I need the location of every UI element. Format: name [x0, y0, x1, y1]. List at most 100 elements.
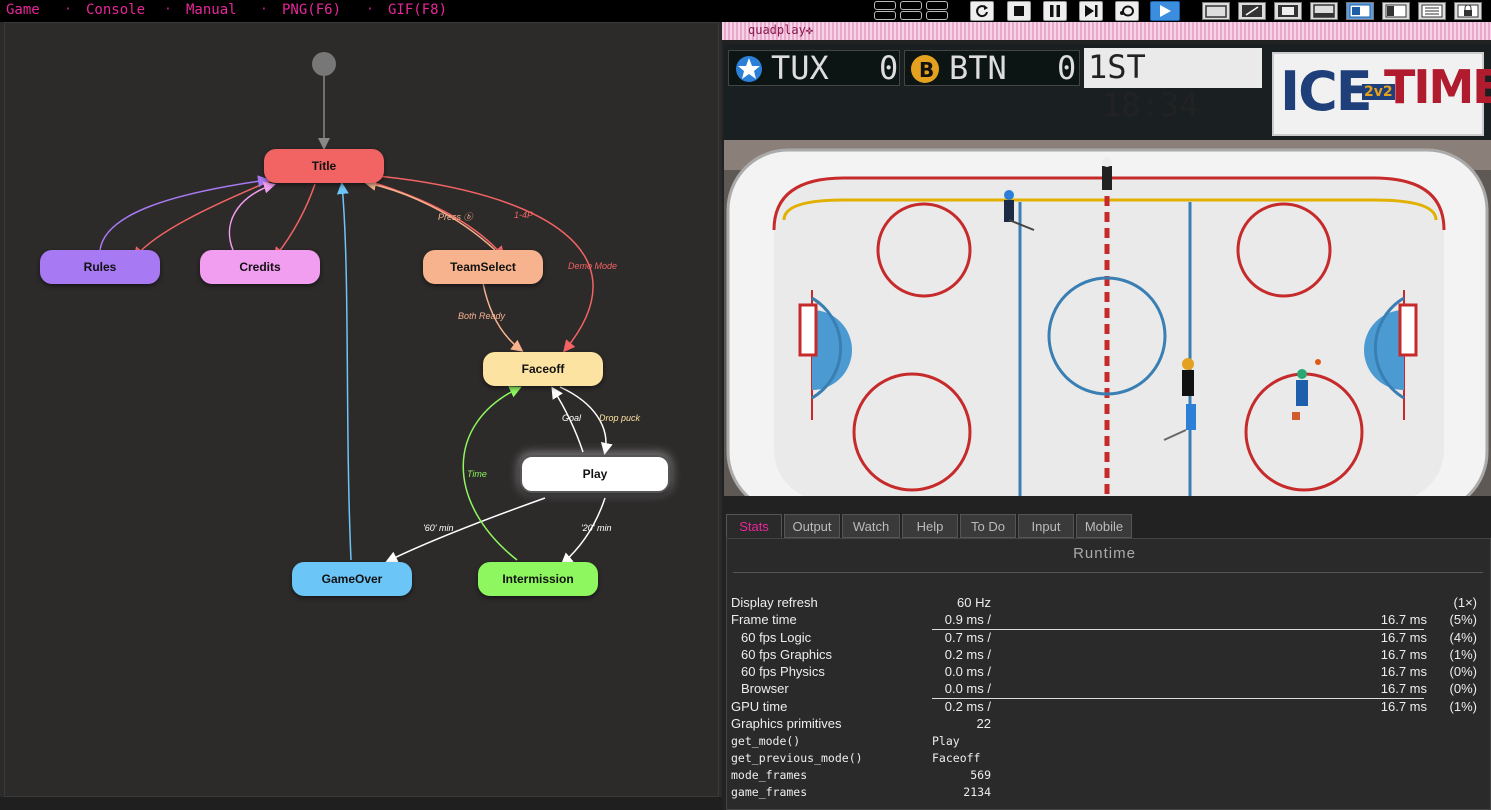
filmstrip-icon — [1278, 5, 1298, 17]
tab-stats[interactable]: Stats — [726, 514, 782, 538]
state-graph-pane: Title Rules Credits TeamSelect Faceoff P… — [4, 22, 719, 797]
stat-value: Play — [932, 734, 960, 748]
game-screen[interactable]: TUX 0 B BTN 0 1ST 18:34 ICE 2v2 TIME — [724, 44, 1491, 496]
state-node-play-current[interactable]: Play — [520, 455, 670, 493]
stat-value: Faceoff — [932, 751, 981, 765]
layout-button-3[interactable] — [1274, 2, 1302, 20]
tab-input[interactable]: Input — [1018, 514, 1074, 538]
game-period: 1ST — [1088, 48, 1146, 86]
layout-button-1[interactable] — [1202, 2, 1230, 20]
stat-budget: 16.7 ms — [1380, 681, 1427, 696]
slow-motion-button[interactable] — [1115, 1, 1139, 21]
player-referee — [1102, 157, 1112, 190]
split-layout-icon — [1349, 4, 1371, 18]
stat-label: get_mode() — [731, 734, 801, 748]
stat-underline — [932, 629, 1424, 630]
stop-button[interactable] — [1007, 1, 1031, 21]
edge-label-20-min: '20' min — [581, 523, 612, 533]
mode-box-3[interactable] — [926, 1, 948, 10]
stat-row-logic: 60 fps Logic 0.7 ms / 16.7 ms (4%) — [731, 630, 1491, 647]
step-icon — [1085, 5, 1098, 17]
stat-percent: (0%) — [1449, 664, 1477, 679]
tab-watch[interactable]: Watch — [842, 514, 900, 538]
game-window-title-bar: quadplay✜ — [722, 22, 1491, 40]
tab-output[interactable]: Output — [784, 514, 840, 538]
mode-box-2[interactable] — [900, 1, 922, 10]
play-icon — [1160, 5, 1171, 17]
stat-value: 0.2 ms / — [944, 699, 991, 714]
stat-value: 0.7 ms / — [944, 630, 991, 645]
layout-button-7[interactable] — [1418, 2, 1446, 20]
stat-label: GPU time — [731, 699, 788, 714]
layout-button-2[interactable] — [1238, 2, 1266, 20]
tab-todo[interactable]: To Do — [960, 514, 1016, 538]
stat-percent: (1%) — [1449, 647, 1477, 662]
play-button[interactable] — [1150, 1, 1180, 21]
slow-motion-icon — [1120, 5, 1134, 17]
menu-png-screenshot[interactable]: PNG(F6) — [282, 2, 342, 18]
layout-button-5[interactable] — [1346, 2, 1374, 20]
layout-button-8[interactable] — [1454, 2, 1482, 20]
mode-box-1[interactable] — [874, 1, 896, 10]
player-1 — [1004, 190, 1035, 231]
stat-row-frame-time: Frame time 0.9 ms / 16.7 ms (5%) — [731, 612, 1491, 629]
menu-gif-record[interactable]: GIF(F8) — [388, 2, 448, 18]
stat-value: 0.0 ms / — [944, 664, 991, 679]
tab-help[interactable]: Help — [902, 514, 958, 538]
state-node-rules[interactable]: Rules — [40, 250, 160, 284]
menu-game[interactable]: Game — [6, 2, 40, 18]
stat-row-game-frames: game_frames 2134 — [731, 785, 1491, 802]
pause-button[interactable] — [1043, 1, 1067, 21]
stat-value: 60 Hz — [957, 595, 991, 610]
emulator-pane: quadplay✜ TUX 0 B BTN 0 1ST 18:34 ICE 2v… — [722, 22, 1491, 810]
game-window-title: quadplay✜ — [748, 23, 814, 37]
runtime-title: Runtime — [1073, 545, 1136, 562]
runtime-divider — [733, 572, 1483, 573]
ice-time-logo: ICE 2v2 TIME — [1272, 52, 1491, 136]
stat-row-display-refresh: Display refresh 60 Hz (1×) — [731, 595, 1491, 612]
state-node-gameover[interactable]: GameOver — [292, 562, 412, 596]
edge-label-drop-puck: Drop puck — [599, 413, 641, 423]
stat-label: get_previous_mode() — [731, 751, 863, 765]
mode-box-4[interactable] — [874, 11, 896, 20]
stat-row-graphics-primitives: Graphics primitives 22 — [731, 716, 1491, 733]
menu-manual[interactable]: Manual — [186, 2, 237, 18]
home-team-score: 0 — [879, 49, 899, 87]
home-score-box: TUX 0 — [728, 50, 900, 86]
stat-budget: 16.7 ms — [1380, 699, 1427, 714]
edge-label-press-b: Press ⓑ — [438, 212, 473, 222]
layout-button-6[interactable] — [1382, 2, 1410, 20]
stat-underline — [932, 698, 1424, 699]
mode-box-6[interactable] — [926, 11, 948, 20]
stat-value: 0.2 ms / — [944, 647, 991, 662]
tux-team-icon — [736, 56, 762, 82]
state-node-credits[interactable]: Credits — [200, 250, 320, 284]
stat-value: 0.0 ms / — [944, 681, 991, 696]
stat-row-gpu-time: GPU time 0.2 ms / 16.7 ms (1%) — [731, 699, 1491, 716]
top-menu-bar: Game · Console · Manual · PNG(F6) · GIF(… — [0, 0, 1491, 22]
state-node-intermission[interactable]: Intermission — [478, 562, 598, 596]
stat-label: Graphics primitives — [731, 716, 842, 731]
state-node-title[interactable]: Title — [264, 149, 384, 183]
layout-button-4[interactable] — [1310, 2, 1338, 20]
menu-separator: · — [260, 2, 268, 17]
logo-text-time: TIME — [1384, 60, 1491, 114]
stat-value: 22 — [976, 716, 991, 731]
menu-console[interactable]: Console — [86, 2, 146, 18]
player-2 — [1182, 358, 1194, 396]
reload-button[interactable] — [970, 1, 994, 21]
stat-percent: (4%) — [1449, 630, 1477, 645]
state-node-teamselect[interactable]: TeamSelect — [423, 250, 543, 284]
step-button[interactable] — [1079, 1, 1103, 21]
stat-row-get-mode: get_mode() Play — [731, 734, 1491, 751]
away-score-box: B BTN 0 — [904, 50, 1080, 86]
stats-panel: Runtime Display refresh 60 Hz (1×) Frame… — [726, 538, 1491, 810]
home-team-name: TUX — [771, 49, 829, 87]
stat-percent: (1%) — [1449, 699, 1477, 714]
mode-box-5[interactable] — [900, 11, 922, 20]
stat-percent: (1×) — [1453, 595, 1477, 610]
tab-mobile[interactable]: Mobile — [1076, 514, 1132, 538]
pause-icon — [1050, 5, 1060, 17]
state-node-faceoff[interactable]: Faceoff — [483, 352, 603, 386]
btn-team-icon: B — [911, 55, 939, 83]
